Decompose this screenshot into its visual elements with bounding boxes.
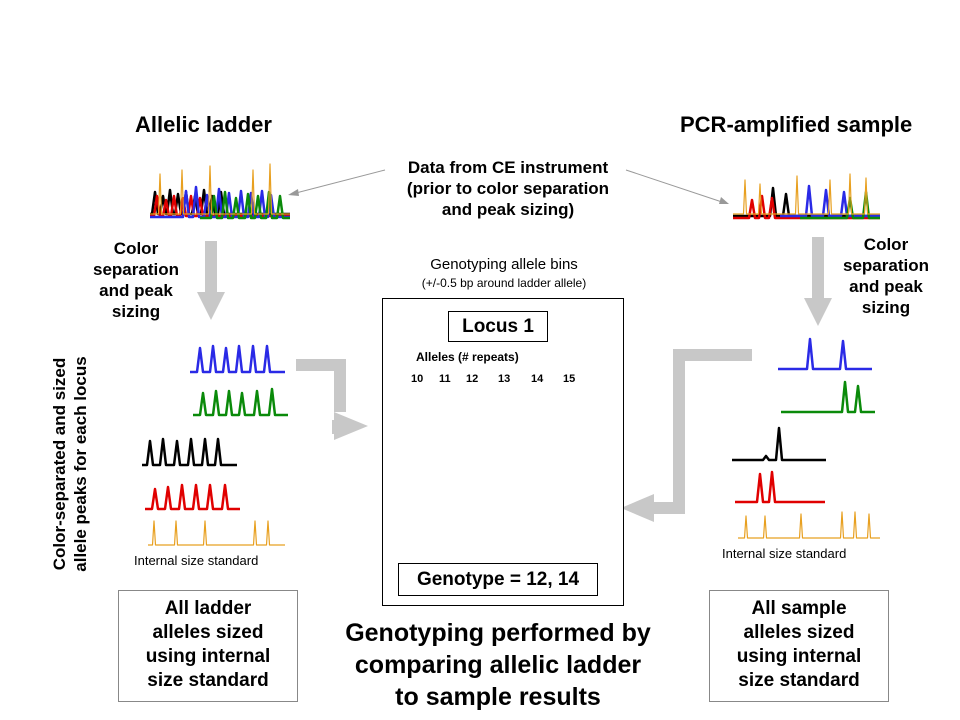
sample-red-trace: [735, 470, 825, 504]
color-separation-right: Color separation and peak sizing: [830, 234, 942, 318]
ladder-title: Allelic ladder: [135, 112, 272, 137]
ladder-black-trace: [142, 437, 237, 467]
internal-size-standard-right: Internal size standard: [722, 546, 847, 561]
sample-box-line-4: size standard: [738, 670, 860, 691]
ladder-box-line-2: alleles sized: [152, 622, 264, 643]
allele-number: 12: [466, 373, 479, 385]
color-sep-arrow-right-shaft: [812, 237, 824, 299]
ce-arrow-line-left: [291, 169, 386, 195]
ce-data-line-2: (prior to color separation: [406, 179, 610, 198]
bins-subtitle: (+/-0.5 bp around ladder allele): [421, 276, 587, 290]
ce-data-line-3: and peak sizing): [441, 200, 575, 219]
elbow-arrow-right-head: [621, 494, 654, 522]
ce-data-label: Data from CE instrument (prior to color …: [378, 157, 638, 220]
sample-blue-trace: [778, 337, 872, 371]
color-separation-left: Color separation and peak sizing: [80, 238, 192, 322]
raw-sample-red-trace: [733, 194, 880, 220]
ce-arrow-head-left: [288, 189, 299, 196]
ladder-box-line-3: using internal: [145, 646, 271, 667]
color-sep-right-line-1: Color: [863, 235, 909, 254]
raw-sample-blue-trace: [780, 184, 880, 218]
elbow-arrow-left-head: [334, 412, 368, 440]
raw-ladder-green-trace: [200, 190, 290, 220]
vertical-label-line-2: allele peaks for each locus: [71, 356, 90, 572]
raw-sample-orange-trace: [733, 173, 880, 215]
raw-ladder-blue-trace: [150, 185, 290, 219]
color-sep-right-line-3: and peak: [849, 277, 923, 296]
sample-summary-box: All sample alleles sized using internal …: [709, 590, 889, 702]
color-sep-left-line-3: and peak: [99, 281, 173, 300]
bottom-text-line-1: Genotyping performed by: [345, 619, 651, 647]
allele-number: 13: [498, 373, 511, 385]
elbow-arrow-right: [652, 349, 752, 514]
ce-arrow-line-right: [625, 169, 726, 204]
color-sep-left-line-1: Color: [113, 239, 159, 258]
bins-title: Genotyping allele bins: [430, 256, 578, 273]
raw-ladder-orange-trace: [150, 163, 290, 215]
sample-black-trace: [732, 426, 826, 462]
genotyping-panel: [382, 298, 624, 606]
color-sep-arrow-right-head: [804, 298, 832, 326]
ladder-blue-trace: [190, 344, 285, 374]
allele-number: 10: [411, 373, 424, 385]
color-sep-left-line-4: sizing: [111, 302, 161, 321]
color-sep-left-line-2: separation: [93, 260, 179, 279]
ladder-orange-trace: [148, 520, 285, 546]
color-sep-arrow-left-shaft: [205, 241, 217, 293]
bottom-text-line-3: to sample results: [395, 683, 601, 711]
vertical-peaks-label: Color-separated and sized allele peaks f…: [49, 344, 93, 584]
vertical-label-line-1: Color-separated and sized: [50, 357, 69, 571]
elbow-arrow-left: [296, 359, 346, 412]
ladder-box-line-4: size standard: [147, 670, 269, 691]
color-sep-arrow-left-head: [197, 292, 225, 320]
ce-arrow-head-right: [719, 197, 729, 204]
sample-box-line-3: using internal: [736, 646, 862, 667]
ladder-green-trace: [193, 387, 288, 417]
allele-number: 15: [563, 373, 576, 385]
ce-data-line-1: Data from CE instrument: [407, 158, 609, 177]
bottom-conclusion-text: Genotyping performed by comparing alleli…: [318, 617, 678, 713]
ladder-box-line-1: All ladder: [164, 598, 252, 619]
alleles-label: Alleles (# repeats): [416, 350, 519, 364]
genotype-label: Genotype = 12, 14: [398, 563, 598, 596]
color-sep-right-line-4: sizing: [861, 298, 911, 317]
sample-box-line-2: alleles sized: [743, 622, 855, 643]
locus-label: Locus 1: [448, 311, 548, 342]
sample-title: PCR-amplified sample: [680, 112, 913, 137]
elbow-arrow-left-joint: [332, 420, 342, 434]
sample-orange-trace: [738, 511, 880, 539]
sample-green-trace: [781, 380, 875, 414]
ladder-red-trace: [145, 483, 240, 511]
sample-box-line-1: All sample: [751, 598, 847, 619]
ladder-summary-box: All ladder alleles sized using internal …: [118, 590, 298, 702]
allele-number: 11: [439, 373, 451, 385]
allele-number: 14: [531, 373, 544, 385]
bottom-text-line-2: comparing allelic ladder: [354, 651, 642, 679]
internal-size-standard-left: Internal size standard: [134, 553, 259, 568]
color-sep-right-line-2: separation: [843, 256, 929, 275]
